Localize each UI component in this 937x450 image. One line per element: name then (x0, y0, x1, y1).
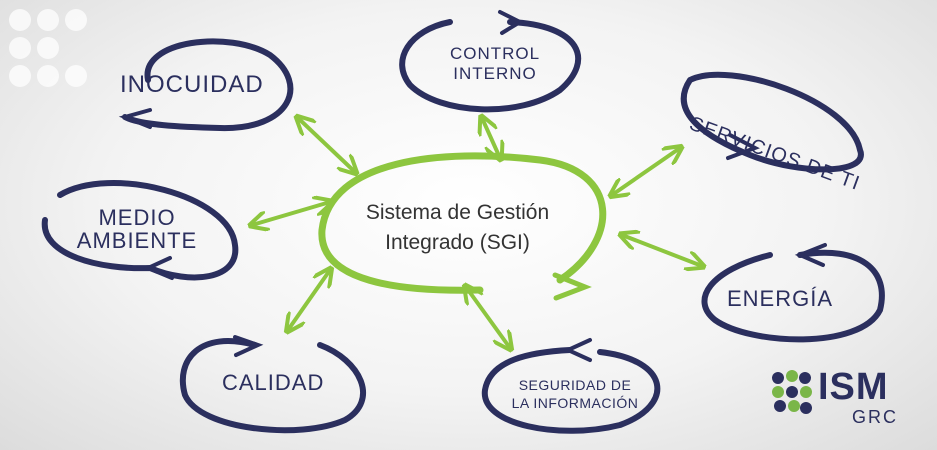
node-seguridad-informacion: SEGURIDAD DE LA INFORMACIÓN (500, 376, 650, 412)
node-medio-line2: AMBIENTE (76, 228, 198, 254)
loop-inocuidad (122, 38, 294, 132)
center-loop (318, 152, 607, 301)
loop-seguridad (481, 347, 661, 434)
logo-grc: GRC (852, 407, 898, 427)
arrow-inocuidad (298, 118, 355, 172)
node-seguridad-line2: LA INFORMACIÓN (511, 395, 639, 412)
node-inocuidad: INOCUIDAD (120, 71, 264, 98)
node-calidad: CALIDAD (222, 370, 325, 395)
center-line2: Integrado (SGI) (385, 230, 530, 254)
loop-energia (701, 249, 885, 343)
navy-loops (41, 10, 885, 434)
loop-servicios (680, 71, 864, 173)
arrow-calidad (288, 270, 330, 330)
arrow-control (482, 118, 500, 158)
node-control-interno: CONTROL INTERNO (440, 44, 550, 83)
center-sgi-label: Sistema de Gestión Integrado (SGI) (335, 198, 580, 258)
node-seguridad-line1: SEGURIDAD DE (518, 377, 632, 393)
node-energia: ENERGÍA (727, 286, 834, 311)
arrow-energia (622, 235, 702, 266)
loop-medio (41, 180, 239, 281)
loop-control (399, 19, 581, 113)
arrow-medio (252, 202, 330, 225)
center-line1: Sistema de Gestión (365, 201, 550, 224)
connector-arrows (252, 118, 702, 348)
arrow-servicios (612, 148, 680, 195)
loop-calidad (179, 338, 366, 434)
decorative-dots (9, 9, 87, 87)
ism-logo-mark (772, 370, 812, 414)
arrow-seguridad (466, 287, 510, 348)
node-medio-ambiente: MEDIO AMBIENTE (62, 206, 212, 252)
logo-ism: ISM (818, 366, 889, 408)
node-control-line1: CONTROL (449, 44, 541, 63)
node-medio-line1: MEDIO (98, 205, 176, 230)
node-control-line2: INTERNO (453, 63, 537, 83)
